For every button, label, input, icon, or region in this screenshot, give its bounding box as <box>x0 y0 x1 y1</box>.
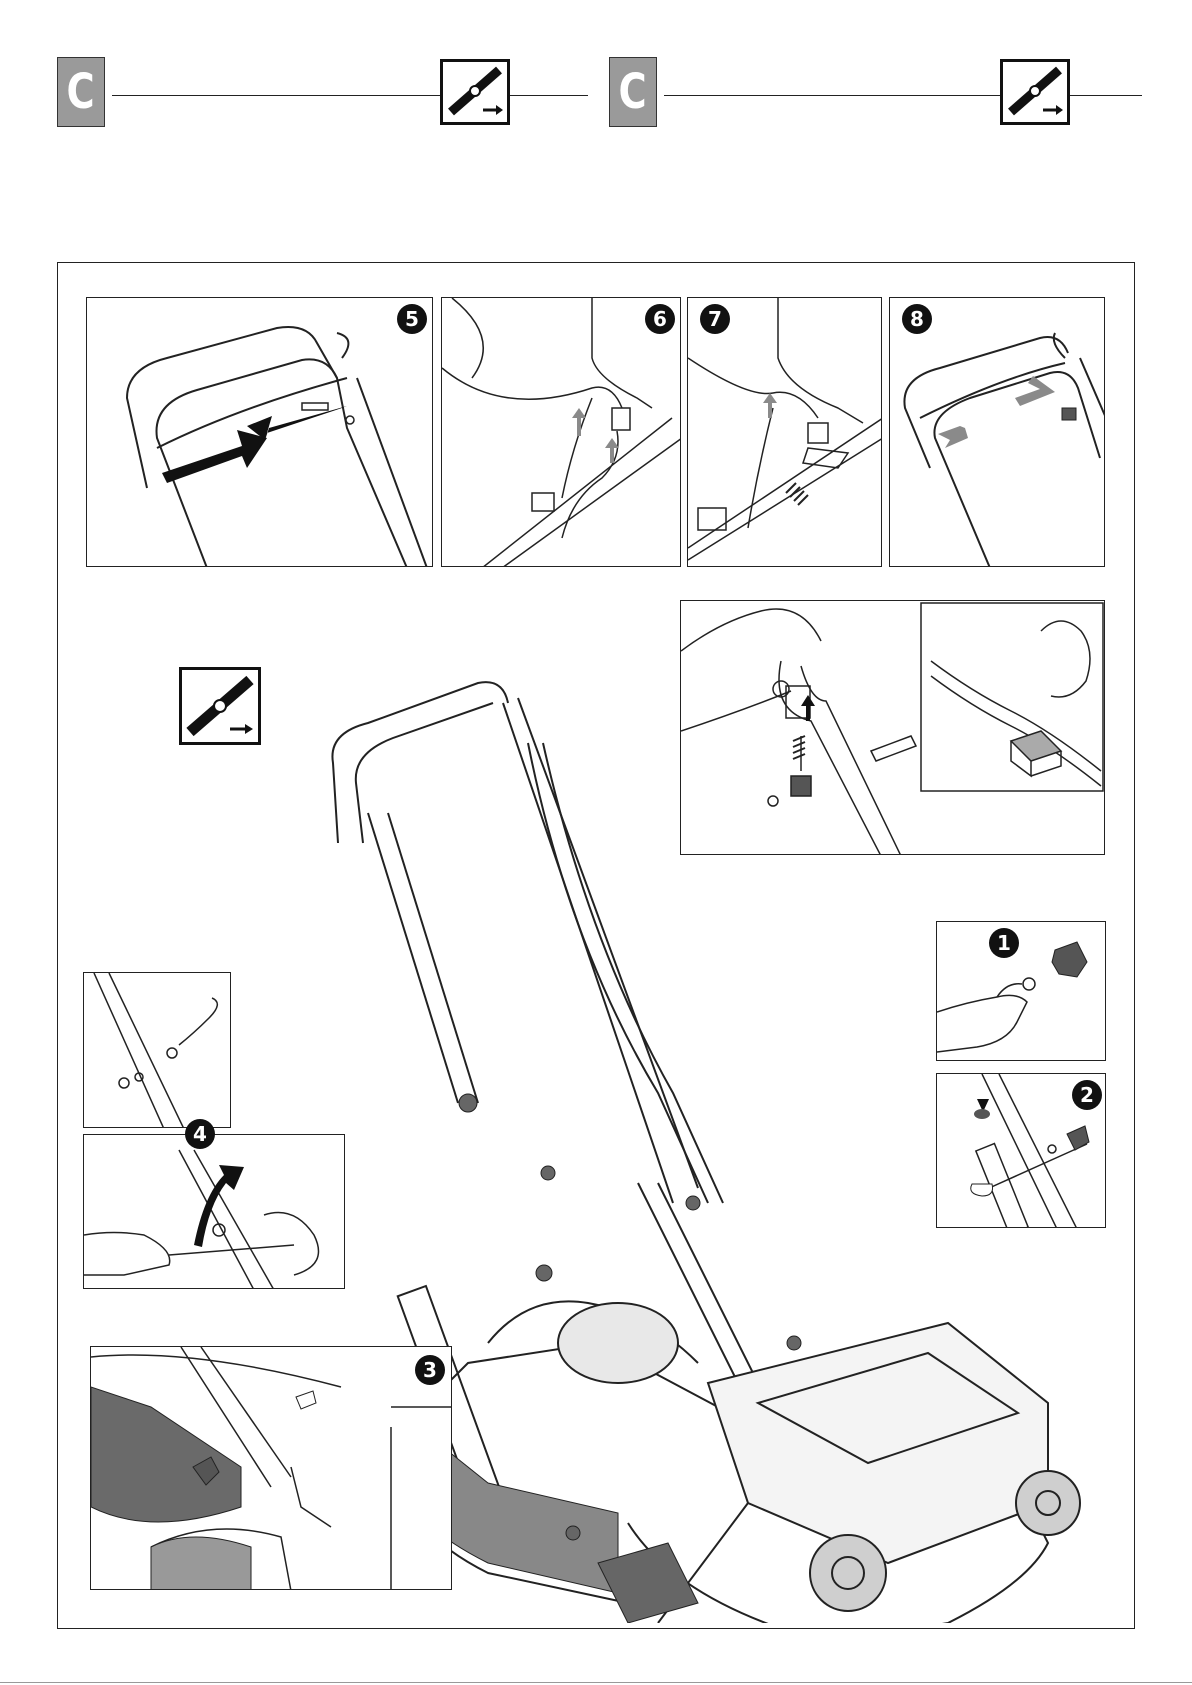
panel-step-5: 5 <box>86 297 433 567</box>
blade-mounting-icon <box>440 59 510 125</box>
step-number-2: 2 <box>1072 1080 1102 1110</box>
panel-step-7: 7 <box>687 297 882 567</box>
illustration-frame: 5 6 <box>57 262 1135 1629</box>
handle-cable-illustration <box>87 298 433 567</box>
blade-mounting-icon <box>1000 59 1070 125</box>
section-letter: C <box>619 68 647 116</box>
section-letter: C <box>67 68 95 116</box>
panel-step-1: 1 <box>936 921 1106 1061</box>
section-badge-right: C <box>609 57 657 127</box>
section-badge-left: C <box>57 57 105 127</box>
panel-step-4 <box>83 1134 345 1289</box>
knob-tightening-illustration <box>937 922 1106 1061</box>
cable-routing-illustration <box>890 298 1105 567</box>
step-number-6: 6 <box>645 304 675 334</box>
panel-washer-detail <box>83 972 231 1128</box>
step-number-1: 1 <box>989 928 1019 958</box>
panel-step-6: 6 <box>441 297 681 567</box>
handle-mounting-illustration <box>91 1347 452 1590</box>
washer-bolt-illustration <box>84 973 231 1128</box>
panel-step-3: 3 <box>90 1346 452 1590</box>
step-number-8: 8 <box>902 304 932 334</box>
header-rule <box>112 95 440 96</box>
step-number-4: 4 <box>185 1119 215 1149</box>
panel-step-8: 8 <box>889 297 1105 567</box>
blade-mounting-icon <box>179 667 261 745</box>
step-number-5: 5 <box>397 304 427 334</box>
header-rule <box>664 95 1000 96</box>
spring-hook-illustration <box>442 298 681 567</box>
header-rule <box>510 95 588 96</box>
step-number-3: 3 <box>415 1355 445 1385</box>
panel-step-2: 2 <box>936 1073 1106 1228</box>
footer-rule <box>0 1682 1192 1683</box>
cable-clip-illustration <box>84 1135 345 1289</box>
step-number-7: 7 <box>700 304 730 334</box>
header-rule <box>1070 95 1142 96</box>
spring-attach-illustration <box>688 298 882 567</box>
